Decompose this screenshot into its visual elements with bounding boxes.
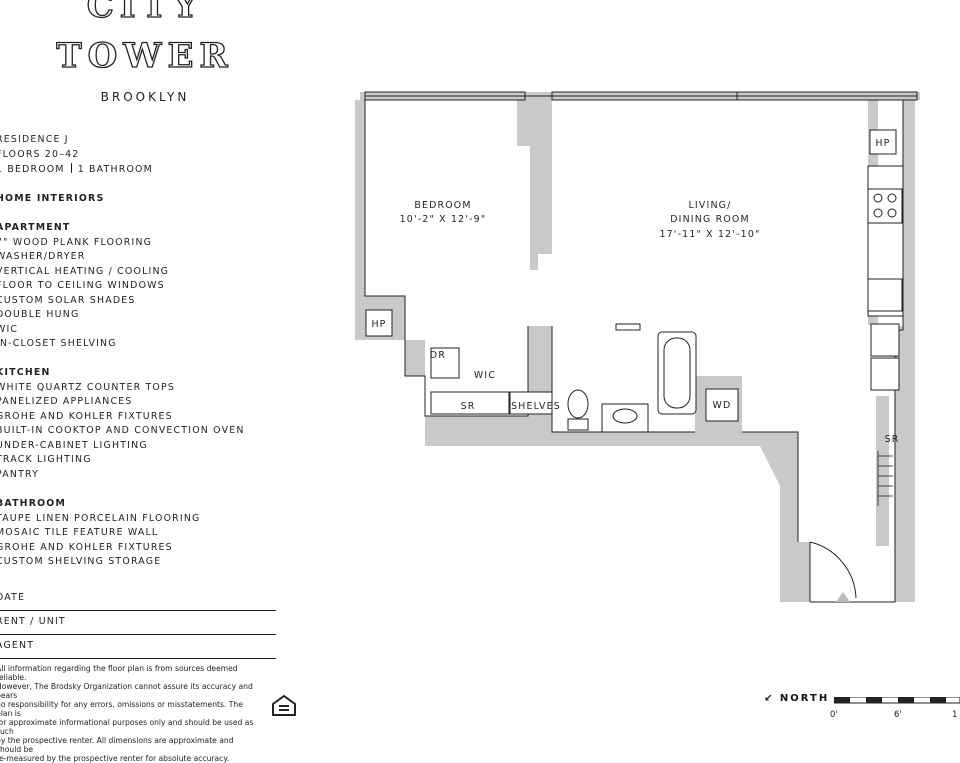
bedroom-label: BEDROOM [414, 200, 471, 211]
apartment-feature: WASHER/DRYER [0, 251, 86, 262]
fridge-icon [870, 357, 900, 391]
shelves-label: SHELVES [511, 401, 561, 412]
living-label-2: DINING ROOM [670, 214, 750, 225]
scale-bar [834, 697, 960, 704]
apartment-feature: IN-CLOSET SHELVING [0, 338, 117, 349]
entry-arrow-icon [836, 592, 850, 602]
residence-floors: FLOORS 20–42 [0, 149, 80, 160]
residence-name: RESIDENCE J [0, 134, 69, 145]
bathroom-feature: GROHE AND KOHLER FIXTURES [0, 542, 173, 553]
logo-location: BROOKLYN [100, 90, 190, 104]
kitchen-feature: BUILT-IN COOKTOP AND CONVECTION OVEN [0, 425, 245, 436]
kitchen-feature: WHITE QUARTZ COUNTER TOPS [0, 382, 175, 393]
agent-field[interactable]: AGENT [0, 634, 276, 659]
rent-unit-field[interactable]: RENT / UNIT [0, 610, 276, 635]
dr-label: DR [430, 350, 446, 361]
disclaimer-line: by the prospective renter. All dimension… [0, 736, 234, 754]
apartment-heading: APARTMENT [0, 222, 71, 233]
wd-label: WD [713, 400, 732, 411]
kitchen-feature: UNDER-CABINET LIGHTING [0, 440, 148, 451]
bedroom-dims: 10'-2" x 12'-9" [400, 214, 487, 225]
kitchen-feature: TRACK LIGHTING [0, 454, 92, 465]
disclaimer-line: All information regarding the floor plan… [0, 664, 238, 682]
apartment-feature: FLOOR TO CEILING WINDOWS [0, 280, 165, 291]
wall-fill [355, 92, 920, 602]
disclaimer-line: However, The Brodsky Organization cannot… [0, 682, 253, 700]
bathroom-count: 1 BATHROOM [77, 164, 153, 175]
hp-label: HP [875, 138, 890, 149]
scale-tick-label: 1 [952, 710, 958, 720]
pantry-shelves [877, 451, 893, 506]
hp-unit-left: HP [365, 309, 393, 337]
kitchen-feature: PANTRY [0, 469, 40, 480]
scale-tick-label: 6' [894, 710, 902, 720]
wic-label: WIC [474, 370, 496, 381]
apartment-feature: VERTICAL HEATING / COOLING [0, 266, 170, 277]
toilet-icon [567, 389, 589, 419]
bedroom-count: 1 BEDROOM [0, 164, 65, 175]
bathroom-feature: TAUPE LINEN PORCELAIN FLOORING [0, 513, 201, 524]
kitchen-heading: KITCHEN [0, 367, 51, 378]
disclaimer-line: re-measured by the prospective renter fo… [0, 754, 230, 763]
hp-label: HP [371, 319, 386, 330]
apartment-feature: DOUBLE HUNG [0, 309, 80, 320]
sr-label: SR [461, 401, 476, 412]
home-interiors-heading: HOME INTERIORS [0, 193, 105, 204]
north-indicator: ↙ NORTH [764, 693, 829, 704]
disclaimer-line: for approximate informational purposes o… [0, 718, 254, 736]
kitchen-feature: PANELIZED APPLIANCES [0, 396, 133, 407]
logo-tower-text: TOWER [56, 35, 234, 76]
bathroom-feature: CUSTOM SHELVING STORAGE [0, 556, 162, 567]
residence-rooms: 1 BEDROOM 1 BATHROOM [0, 163, 153, 178]
floor-plan: HP HP DR WIC SR SHELVES WD [355, 91, 920, 603]
logo-city-text: CITY [86, 0, 204, 27]
apartment-feature: 7" WOOD PLANK FLOORING [0, 237, 153, 248]
disclaimer-line: no responsibility for any errors, omissi… [0, 700, 243, 718]
bathroom-heading: BATHROOM [0, 498, 67, 509]
scale-tick-label: 0' [830, 710, 838, 720]
dishwasher-icon [870, 323, 900, 357]
hp-unit-right: HP [869, 129, 897, 155]
sink-icon [867, 278, 903, 312]
equal-housing-icon [272, 694, 296, 716]
kitchen-feature: GROHE AND KOHLER FIXTURES [0, 411, 173, 422]
north-arrow-icon: ↙ [764, 693, 775, 704]
north-label: NORTH [779, 693, 830, 704]
living-label-1: LIVING/ [688, 200, 731, 211]
divider [70, 163, 72, 173]
apartment-feature: WIC [0, 324, 19, 335]
washer-dryer: WD [705, 388, 739, 422]
disclaimer-text: All information regarding the floor plan… [0, 664, 254, 763]
window-frames [364, 91, 918, 101]
living-dims: 17'-11" x 12'-10" [659, 229, 760, 240]
entry-door [809, 541, 857, 602]
sr-pantry-label: SR [885, 434, 900, 445]
cooktop-icon [867, 188, 903, 224]
date-field[interactable]: DATE [0, 586, 276, 611]
bathroom-fixtures [567, 323, 697, 433]
kitchen-counter [867, 165, 904, 391]
bathroom-feature: MOSAIC TILE FEATURE WALL [0, 527, 159, 538]
apartment-feature: CUSTOM SOLAR SHADES [0, 295, 136, 306]
